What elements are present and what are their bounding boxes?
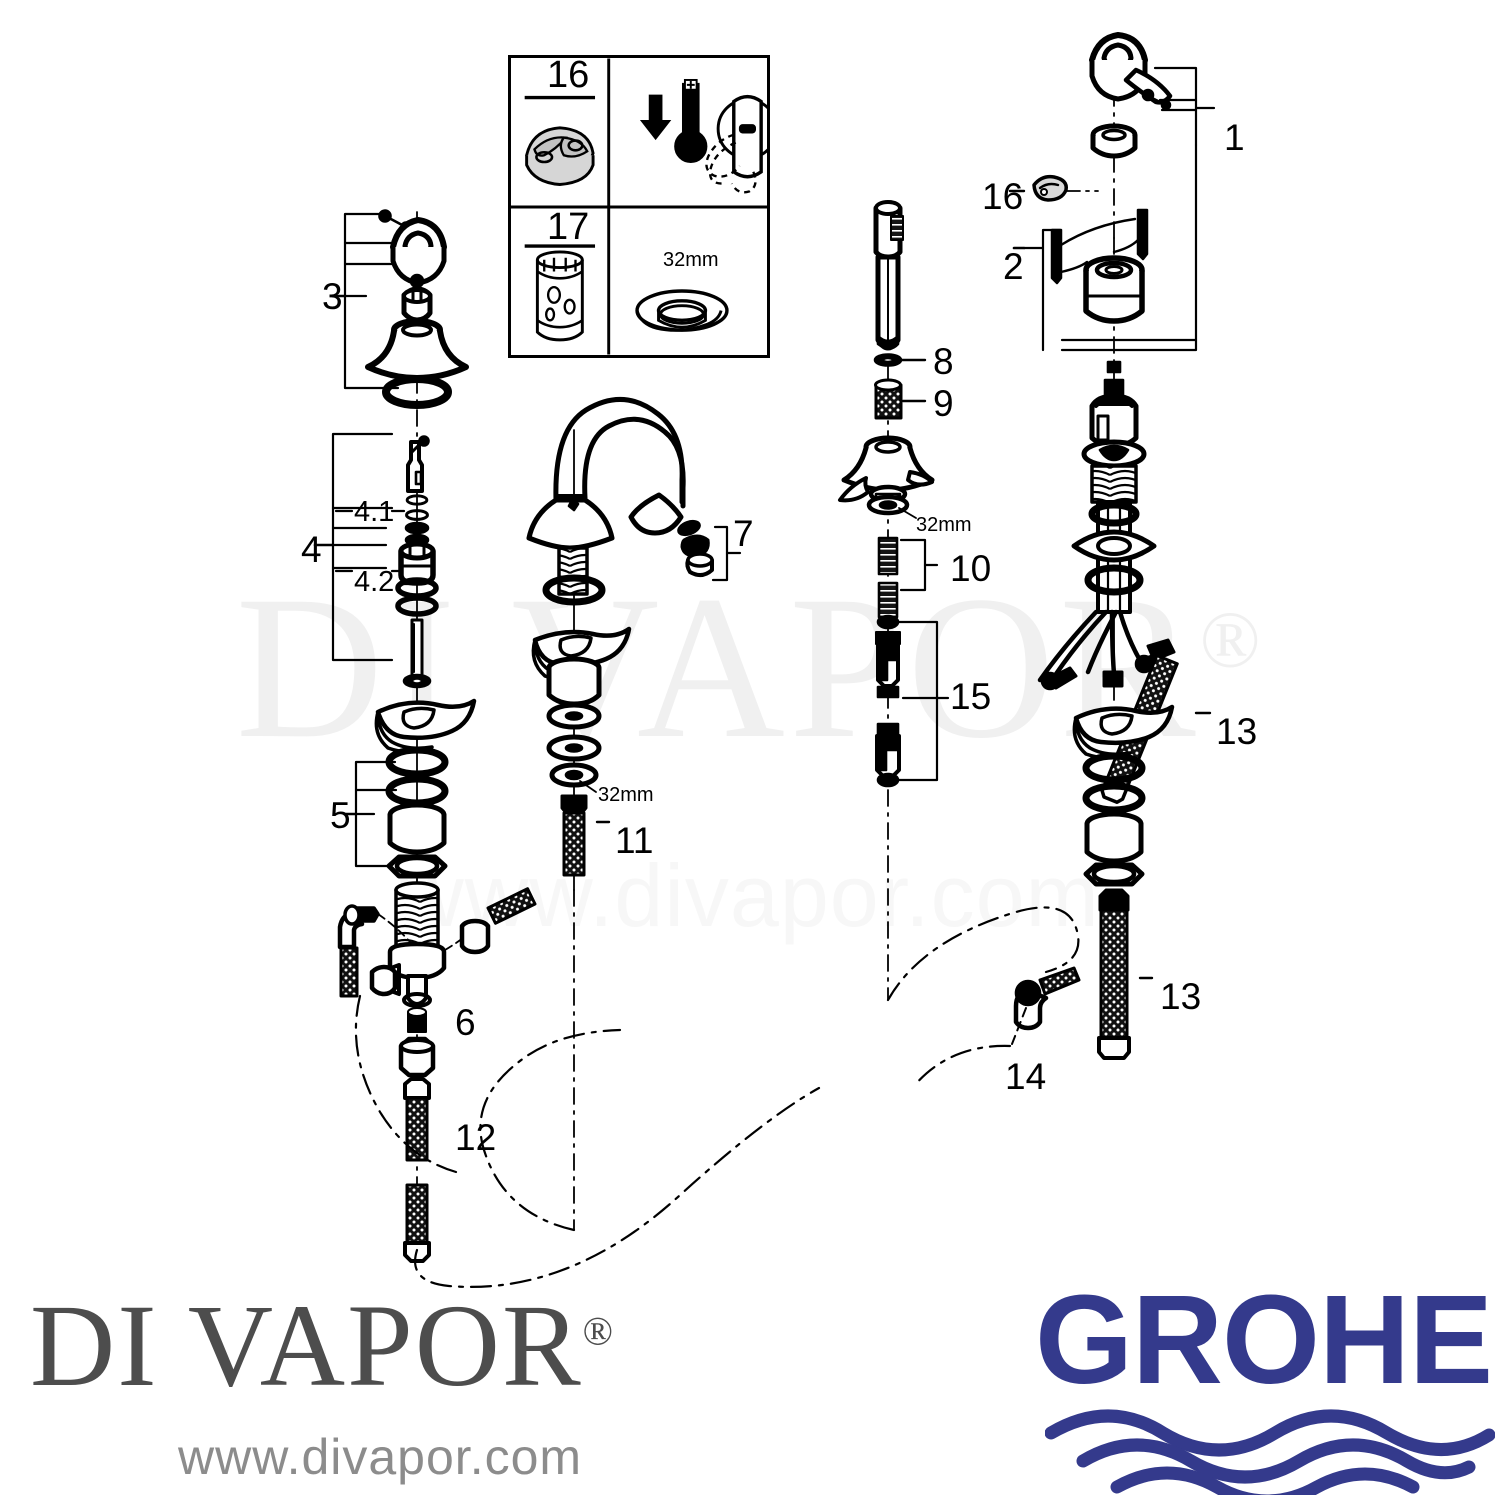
dimension-note-shower: 32mm xyxy=(916,514,972,536)
callout-6: 6 xyxy=(455,1002,476,1043)
callout-3: 3 xyxy=(322,276,343,317)
callout-8: 8 xyxy=(933,341,954,382)
callout-4: 4 xyxy=(301,529,322,570)
detail-cell-17-label: 17 xyxy=(547,206,590,248)
callout-16: 16 xyxy=(982,176,1024,217)
callout-9: 9 xyxy=(933,383,954,424)
divapor-logo: DI VAPOR® www.divapor.com xyxy=(30,1280,790,1500)
callout-11: 11 xyxy=(615,820,654,861)
callout-12: 12 xyxy=(455,1117,497,1158)
callout-10: 10 xyxy=(950,548,992,589)
detail-cell-17-dimension: 32mm xyxy=(663,249,719,271)
callout-4-1: 4.1 xyxy=(354,496,395,528)
detail-cell-16-label: 16 xyxy=(547,54,590,96)
dimension-note-spout: 32mm xyxy=(598,784,654,806)
callout-4-2: 4.2 xyxy=(354,566,395,598)
grohe-waves-icon xyxy=(1045,1409,1495,1495)
divapor-url: www.divapor.com xyxy=(178,1429,583,1485)
callout-2: 2 xyxy=(1003,246,1024,287)
footer: DI VAPOR® www.divapor.com GROHE xyxy=(0,1277,1500,1500)
grohe-wordmark: GROHE xyxy=(1035,1269,1493,1410)
callout-13-lower: 13 xyxy=(1160,976,1202,1017)
callout-15: 15 xyxy=(950,676,992,717)
divapor-registered-icon: ® xyxy=(582,1308,614,1354)
divapor-name: DI VAPOR xyxy=(30,1280,583,1411)
divapor-wordmark: DI VAPOR® xyxy=(30,1284,790,1408)
callout-7: 7 xyxy=(733,513,754,554)
detail-panel-graphics xyxy=(511,58,767,355)
callout-1: 1 xyxy=(1224,117,1245,158)
callout-14: 14 xyxy=(1005,1056,1047,1097)
callout-13-upper: 13 xyxy=(1216,711,1258,752)
grohe-logo: GROHE xyxy=(1035,1277,1495,1495)
callout-5: 5 xyxy=(330,795,351,836)
detail-panel: 16 17 32mm xyxy=(508,55,770,358)
